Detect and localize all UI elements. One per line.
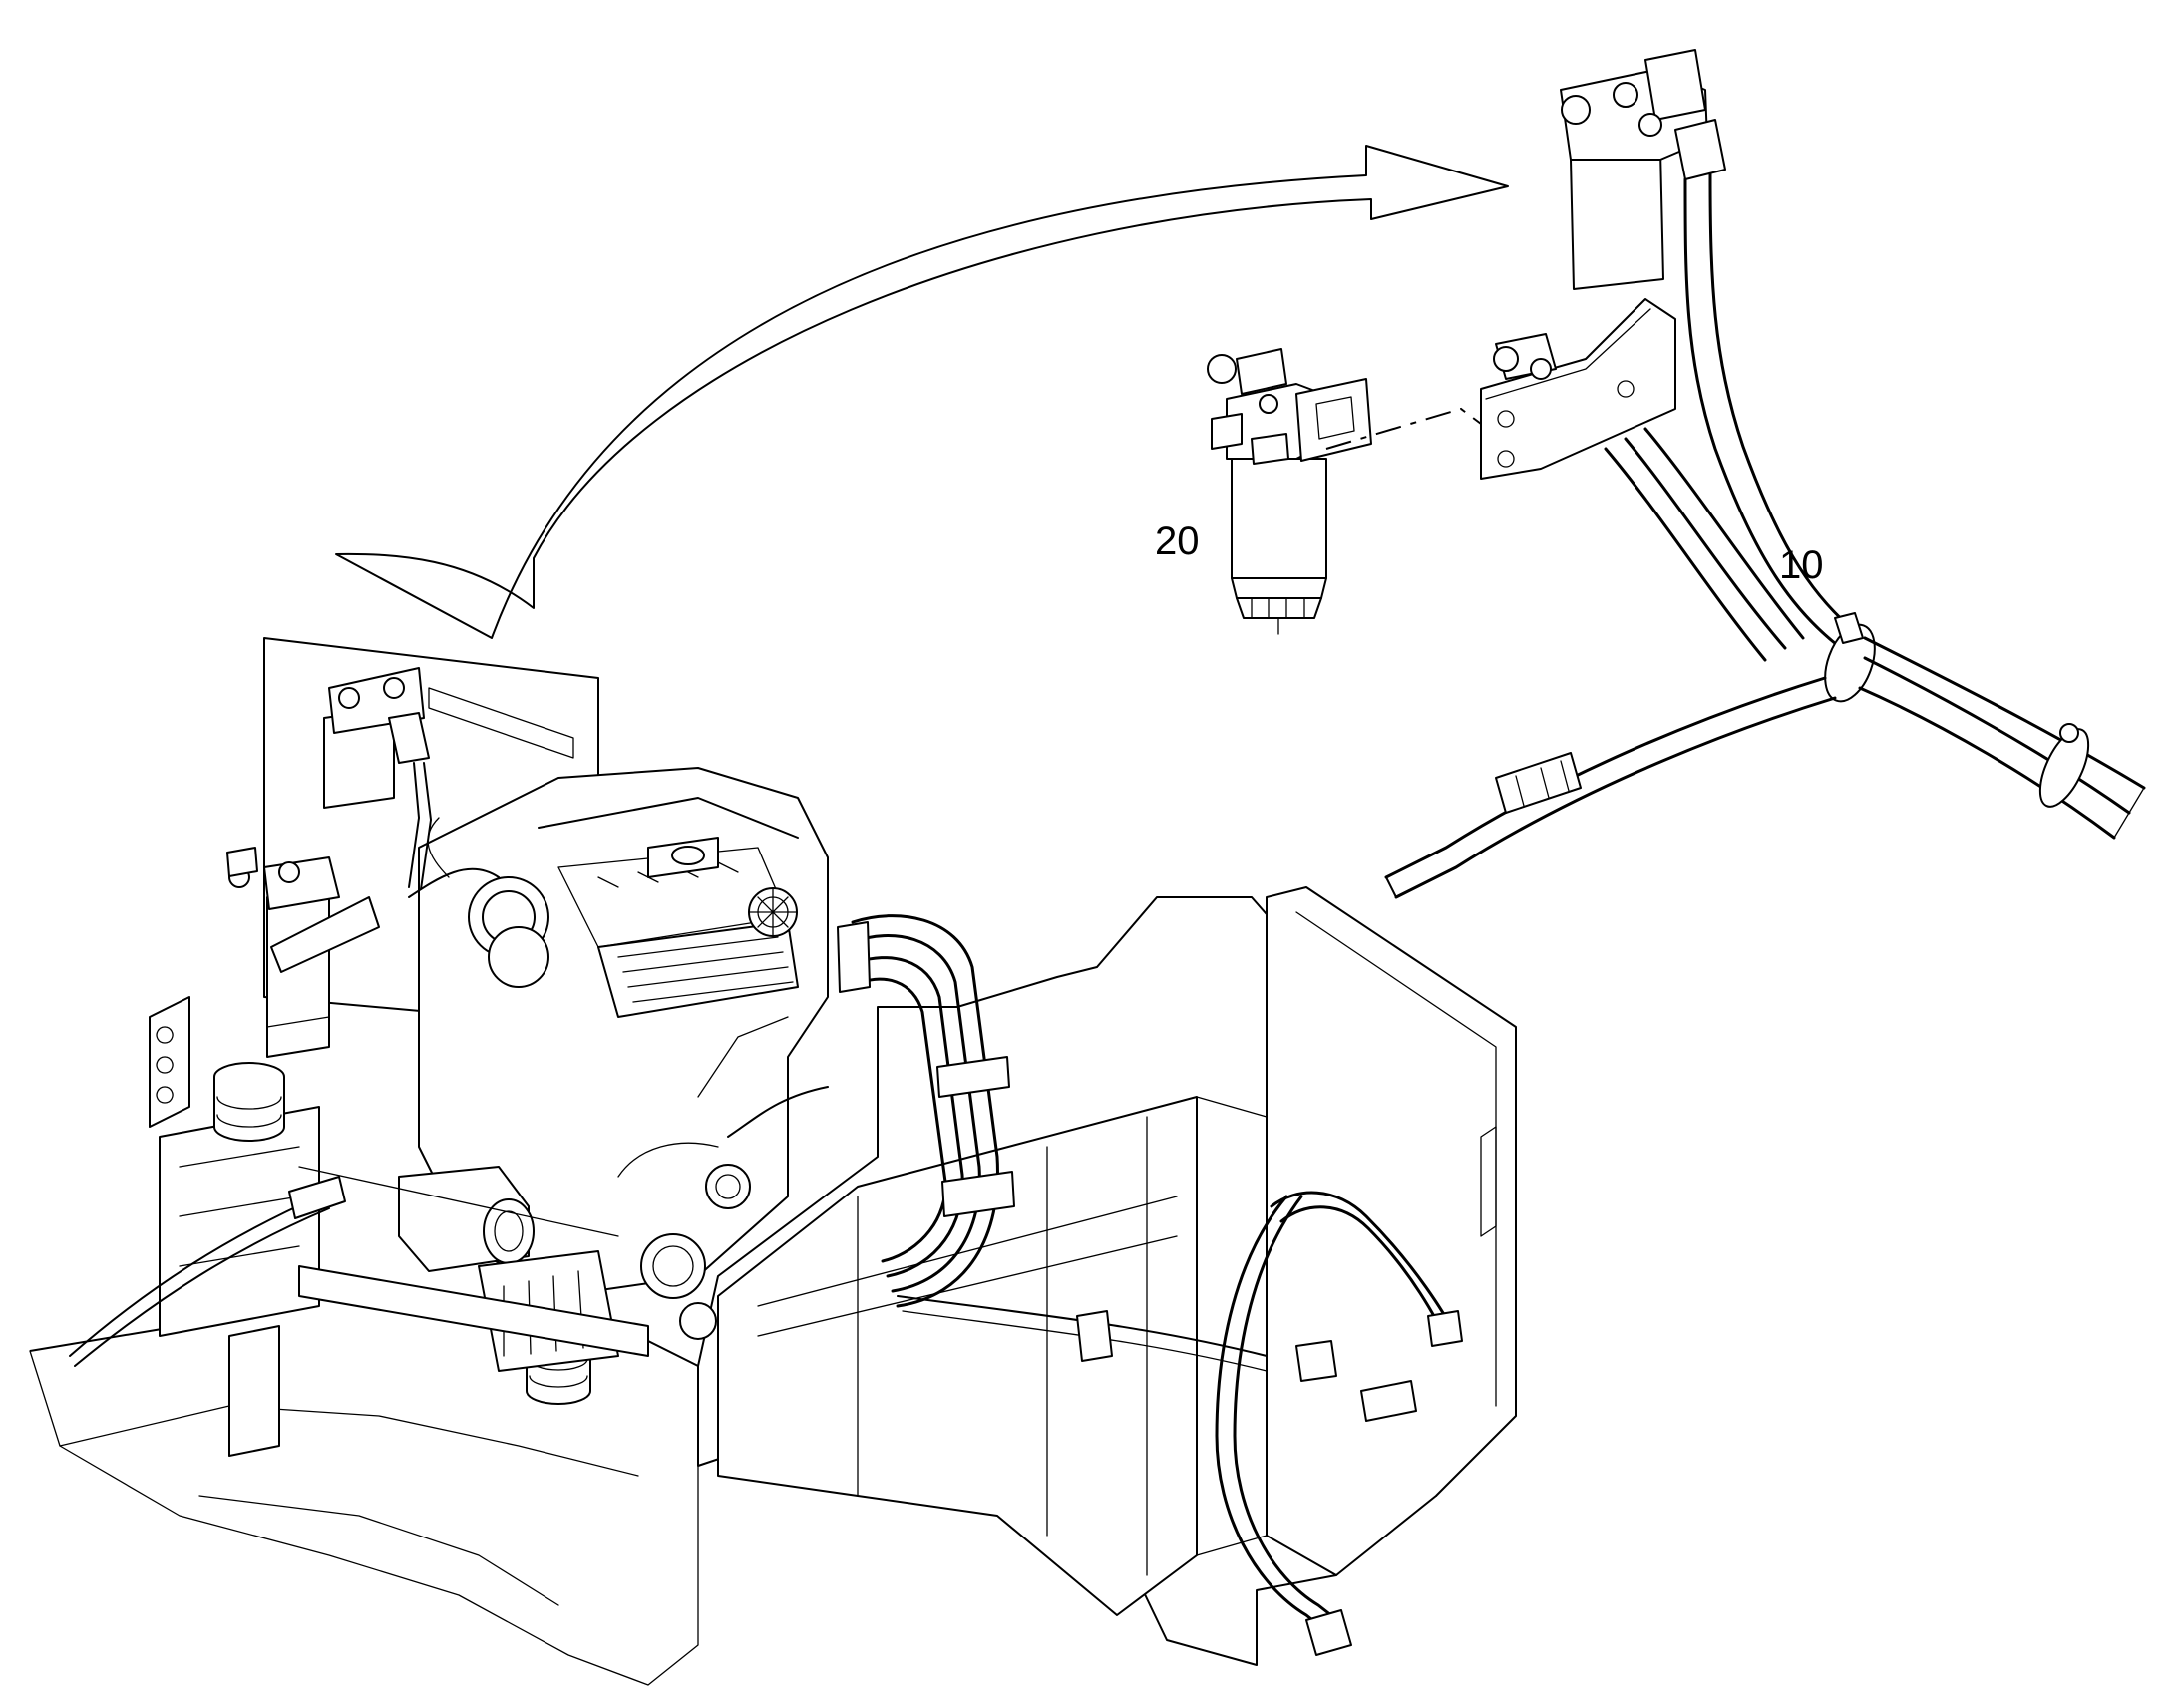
rear-fuel-filter <box>323 667 432 890</box>
turbocharger <box>427 817 549 988</box>
fuel-filter-detail <box>1207 348 1372 635</box>
leader-line <box>1325 407 1482 450</box>
engine-assembly <box>29 637 1517 1686</box>
callout-20: 20 <box>1155 519 1200 563</box>
pulley <box>705 1164 751 1209</box>
transfer-arrow <box>335 145 1509 639</box>
callout-10: 10 <box>1779 543 1824 587</box>
engine-fuel-hoses <box>837 914 1015 1308</box>
fuel-hose-assembly <box>1384 49 2146 899</box>
engine-mount-left <box>213 1062 285 1142</box>
alternator <box>640 1233 717 1340</box>
return-hose-loop <box>1215 1191 1463 1656</box>
engine-fuel-filter <box>226 847 380 1058</box>
